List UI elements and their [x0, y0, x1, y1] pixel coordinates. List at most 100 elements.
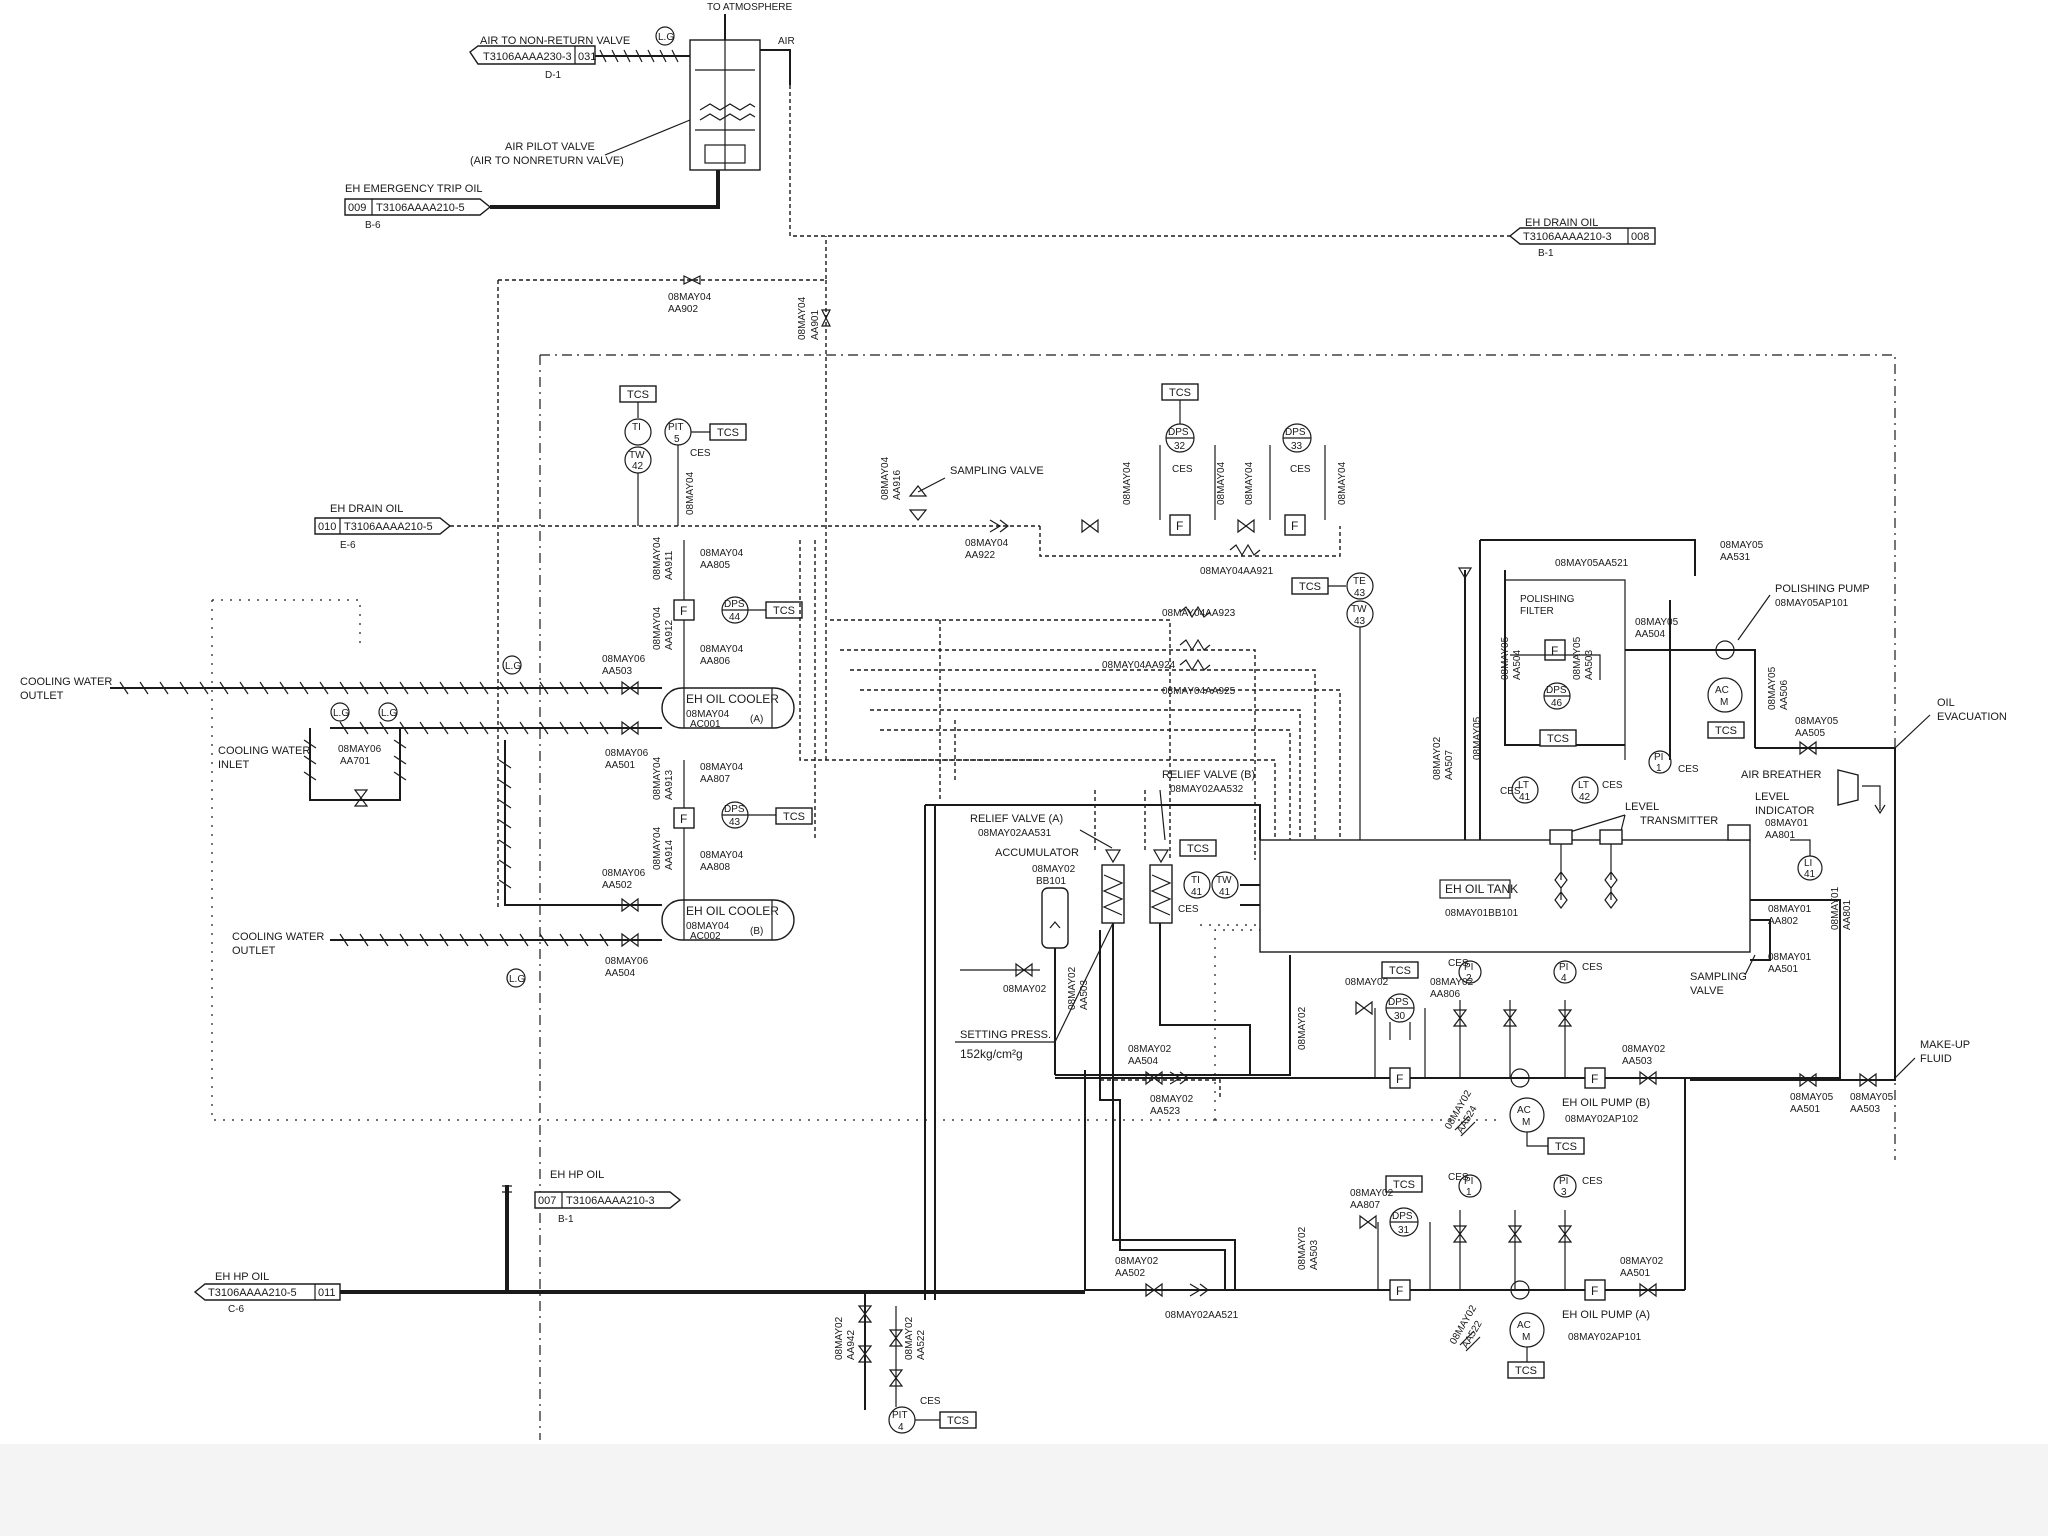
filter-f-b[interactable]: F — [673, 807, 695, 829]
valve-aa901[interactable] — [821, 309, 831, 327]
check-valve-aa922[interactable] — [989, 519, 1009, 533]
svg-text:08MAY04: 08MAY04 — [668, 292, 712, 303]
svg-text:AA504: AA504 — [1635, 629, 1665, 640]
valve-aa921[interactable] — [1237, 518, 1255, 534]
valve-cw-aa502[interactable] — [621, 897, 639, 913]
emergency-trip-label: EH EMERGENCY TRIP OIL — [345, 183, 483, 195]
drain-left-label: EH DRAIN OIL — [330, 503, 403, 515]
polishing-filter[interactable]: F — [1544, 639, 1566, 661]
drain-right-connector[interactable]: T3106AAAA210-3 008 — [1508, 227, 1656, 245]
polishing-pump-motor[interactable] — [1707, 677, 1743, 713]
pi-3-instrument[interactable] — [1553, 1174, 1577, 1198]
svg-text:007: 007 — [538, 1195, 556, 1207]
svg-text:TCS: TCS — [947, 1415, 969, 1427]
air-breather-port — [1727, 824, 1751, 841]
filter-pump-b-discharge[interactable]: F — [1584, 1067, 1606, 1089]
relief-b-label: RELIEF VALVE (B) — [1162, 769, 1255, 781]
hp-oil-left-connector[interactable]: T3106AAAA210-5 011 — [193, 1283, 341, 1301]
air-breather[interactable] — [1837, 769, 1859, 806]
lg-inlet-b[interactable] — [378, 702, 398, 722]
valve-aa902[interactable] — [683, 275, 701, 285]
filter-group-top[interactable]: F F — [1169, 514, 1306, 536]
valve-aa906[interactable] — [1015, 962, 1033, 978]
filter-pump-b-suction[interactable]: F — [1389, 1067, 1411, 1089]
svg-text:08MAY01: 08MAY01 — [1768, 952, 1812, 963]
ti-42-instrument[interactable] — [624, 418, 652, 446]
drain-left-connector[interactable]: 010 T3106AAAA210-5 — [314, 517, 452, 535]
sampling-valve[interactable] — [908, 485, 928, 521]
svg-text:4: 4 — [898, 1422, 904, 1433]
filter-pump-a-discharge[interactable]: F — [1584, 1279, 1606, 1301]
ti-41-instrument[interactable] — [1183, 871, 1211, 899]
filter-f-a[interactable]: F — [673, 599, 695, 621]
check-valve-aa523[interactable] — [1169, 1071, 1189, 1085]
level-transmitter-2: TRANSMITTER — [1640, 815, 1718, 827]
valve-aa701[interactable] — [353, 789, 369, 807]
polishing-pump-head[interactable] — [1715, 640, 1735, 660]
svg-text:AA501: AA501 — [1620, 1268, 1650, 1279]
valve-aa925[interactable] — [1081, 518, 1099, 534]
te-43-instrument[interactable] — [1346, 572, 1374, 600]
eh-oil-cooler-b[interactable]: EH OIL COOLER 08MAY04 AC002 (B) — [661, 899, 795, 942]
valve-aa522-pit[interactable] — [857, 1345, 873, 1363]
svg-text:AA807: AA807 — [700, 774, 730, 785]
valve-aa504-b[interactable] — [1145, 1070, 1163, 1086]
eh-oil-cooler-a[interactable]: EH OIL COOLER 08MAY04 AC001 (A) — [661, 687, 795, 730]
valve-aa524[interactable] — [1454, 1115, 1476, 1137]
svg-text:41: 41 — [1191, 887, 1203, 898]
setting-press-value: 152kg/cm²g — [960, 1047, 1023, 1061]
accumulator[interactable] — [1041, 887, 1069, 949]
lg-inlet-a[interactable] — [330, 702, 350, 722]
svg-text:TW: TW — [629, 450, 645, 461]
valve-aa503-b[interactable] — [1639, 1070, 1657, 1086]
valve-aa502-a[interactable] — [1145, 1282, 1163, 1298]
valve-cw-aa503[interactable] — [621, 680, 639, 696]
pi-2-instrument[interactable] — [1458, 960, 1482, 984]
svg-text:T3106AAAA230-3: T3106AAAA230-3 — [483, 51, 572, 63]
valve-aa942[interactable] — [857, 1305, 873, 1323]
filter-pump-a-suction[interactable]: F — [1389, 1279, 1411, 1301]
pi-polishing-instrument[interactable] — [1648, 750, 1672, 774]
relief-valve-a[interactable] — [1101, 849, 1125, 924]
svg-text:08MAY05: 08MAY05 — [1767, 666, 1778, 710]
pi-4-instrument[interactable] — [1553, 960, 1577, 984]
air-to-nrv-connector[interactable]: T3106AAAA230-3 031 — [469, 45, 596, 65]
lt-41-instrument[interactable] — [1511, 776, 1539, 804]
relief-valve-b[interactable] — [1149, 849, 1173, 924]
valve-aa817[interactable] — [1355, 1000, 1373, 1016]
svg-text:08MAY04: 08MAY04 — [700, 762, 744, 773]
hp-oil-mid-connector[interactable]: 007 T3106AAAA210-3 — [534, 1191, 682, 1209]
tw-41-instrument[interactable] — [1211, 871, 1239, 899]
svg-text:AA503: AA503 — [1309, 1240, 1320, 1270]
svg-text:DPS: DPS — [1168, 427, 1189, 438]
polishing-pump-label: POLISHING PUMP — [1775, 583, 1870, 595]
valve-aa807[interactable] — [1359, 1214, 1377, 1230]
svg-text:AA502: AA502 — [1115, 1268, 1145, 1279]
svg-text:43: 43 — [1354, 616, 1366, 627]
valve-aa501-a[interactable] — [1639, 1282, 1657, 1298]
valve-aa505-polish[interactable] — [1799, 740, 1817, 756]
svg-text:011: 011 — [318, 1287, 336, 1299]
svg-text:PI: PI — [1559, 962, 1568, 973]
svg-text:TCS: TCS — [1547, 733, 1569, 745]
lg-cooler-b[interactable] — [506, 968, 526, 988]
valve-cw-aa501[interactable] — [621, 720, 639, 736]
eh-oil-tank[interactable]: EH OIL TANK 08MAY01BB101 — [1259, 839, 1751, 953]
svg-text:T3106AAAA210-5: T3106AAAA210-5 — [208, 1287, 297, 1299]
cw-inlet-1: COOLING WATER — [218, 745, 310, 757]
emergency-trip-connector[interactable]: 009 T3106AAAA210-5 — [344, 198, 492, 216]
pump-b-head[interactable] — [1510, 1068, 1530, 1088]
lg-instrument[interactable] — [655, 26, 675, 46]
lt-42-instrument[interactable] — [1571, 776, 1599, 804]
check-valve-aa521[interactable] — [1189, 1283, 1209, 1297]
air-pilot-valve[interactable] — [689, 39, 761, 171]
lg-cooler-a[interactable] — [502, 655, 522, 675]
svg-text:08MAY02: 08MAY02 — [904, 1316, 915, 1360]
svg-text:08MAY04: 08MAY04 — [686, 709, 730, 720]
svg-text:41: 41 — [1519, 792, 1531, 803]
pi-1-instrument[interactable] — [1458, 1174, 1482, 1198]
valve-aa503-makeup[interactable] — [1859, 1072, 1877, 1088]
svg-text:AC: AC — [1517, 1320, 1531, 1331]
valve-aa522[interactable] — [1459, 1330, 1481, 1352]
pump-a-head[interactable] — [1510, 1280, 1530, 1300]
